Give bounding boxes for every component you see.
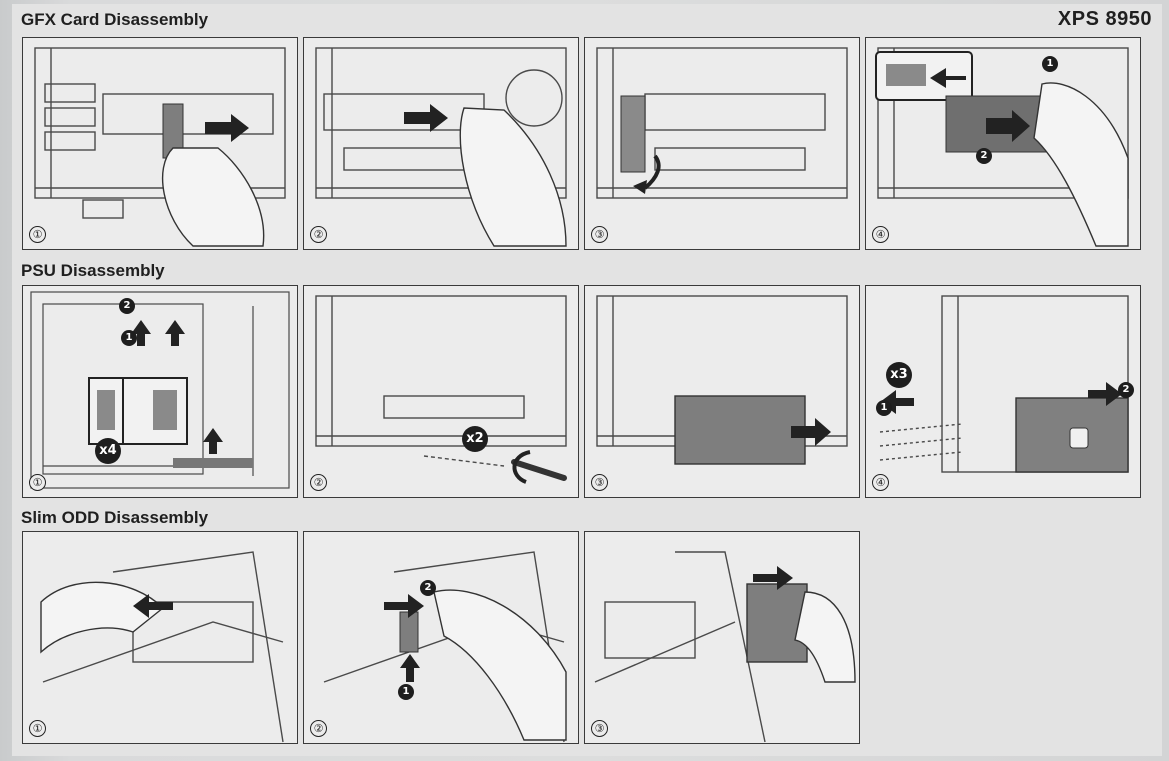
screw-count-badge: x2 [462, 426, 488, 452]
psu-step-2-illustration: x2 ② [303, 285, 579, 498]
callout-1: 1 [1042, 56, 1058, 72]
odd-step-3-illustration: ③ [584, 531, 860, 744]
psu-step-4-drawing [879, 295, 1129, 473]
psu-step-3-illustration: ③ [584, 285, 860, 498]
instruction-sheet: GFX Card Disassembly XPS 8950 PSU Disass… [12, 4, 1162, 756]
gfx-step-4-illustration: 1 2 ④ [865, 37, 1141, 250]
psu-step-3-drawing [596, 295, 848, 465]
psu-step-4-illustration: x3 1 2 ④ [865, 285, 1141, 498]
model-title: XPS 8950 [1057, 8, 1152, 30]
step-number: ② [310, 226, 327, 243]
psu-step-1-drawing [30, 291, 290, 489]
callout-2: 2 [1118, 382, 1134, 398]
odd-step-2-illustration: 2 1 ② [303, 531, 579, 744]
step-number: ① [29, 720, 46, 737]
section-title-gfx: GFX Card Disassembly [21, 10, 209, 29]
step-number: ② [310, 720, 327, 737]
odd-step-3-drawing [594, 551, 856, 743]
gfx-step-3-drawing [596, 47, 848, 199]
callout-1: 1 [398, 684, 414, 700]
callout-2: 2 [119, 298, 135, 314]
psu-step-2-drawing [315, 295, 567, 484]
gfx-step-1-drawing [34, 47, 286, 247]
callout-1: 1 [121, 330, 137, 346]
gfx-step-2-illustration: ② [303, 37, 579, 250]
step-number: ① [29, 226, 46, 243]
callout-1: 1 [876, 400, 892, 416]
step-number: ① [29, 474, 46, 491]
step-number: ③ [591, 474, 608, 491]
odd-step-1-illustration: ① [22, 531, 298, 744]
step-number: ② [310, 474, 327, 491]
psu-step-1-illustration: 2 1 x4 ① [22, 285, 298, 498]
step-number: ④ [872, 226, 889, 243]
screw-count-badge: x4 [95, 438, 121, 464]
screw-count-badge: x3 [886, 362, 912, 388]
section-title-psu: PSU Disassembly [21, 261, 165, 280]
section-title-odd: Slim ODD Disassembly [21, 508, 209, 527]
step-number: ③ [591, 226, 608, 243]
gfx-step-4-drawing [875, 47, 1129, 247]
step-number: ③ [591, 720, 608, 737]
callout-2: 2 [976, 148, 992, 164]
odd-step-2-drawing [323, 551, 567, 743]
gfx-step-2-drawing [315, 47, 567, 247]
step-number: ④ [872, 474, 889, 491]
gfx-step-3-illustration: ③ [584, 37, 860, 250]
callout-2: 2 [420, 580, 436, 596]
gfx-step-1-illustration: ① [22, 37, 298, 250]
odd-step-1-drawing [40, 551, 284, 743]
